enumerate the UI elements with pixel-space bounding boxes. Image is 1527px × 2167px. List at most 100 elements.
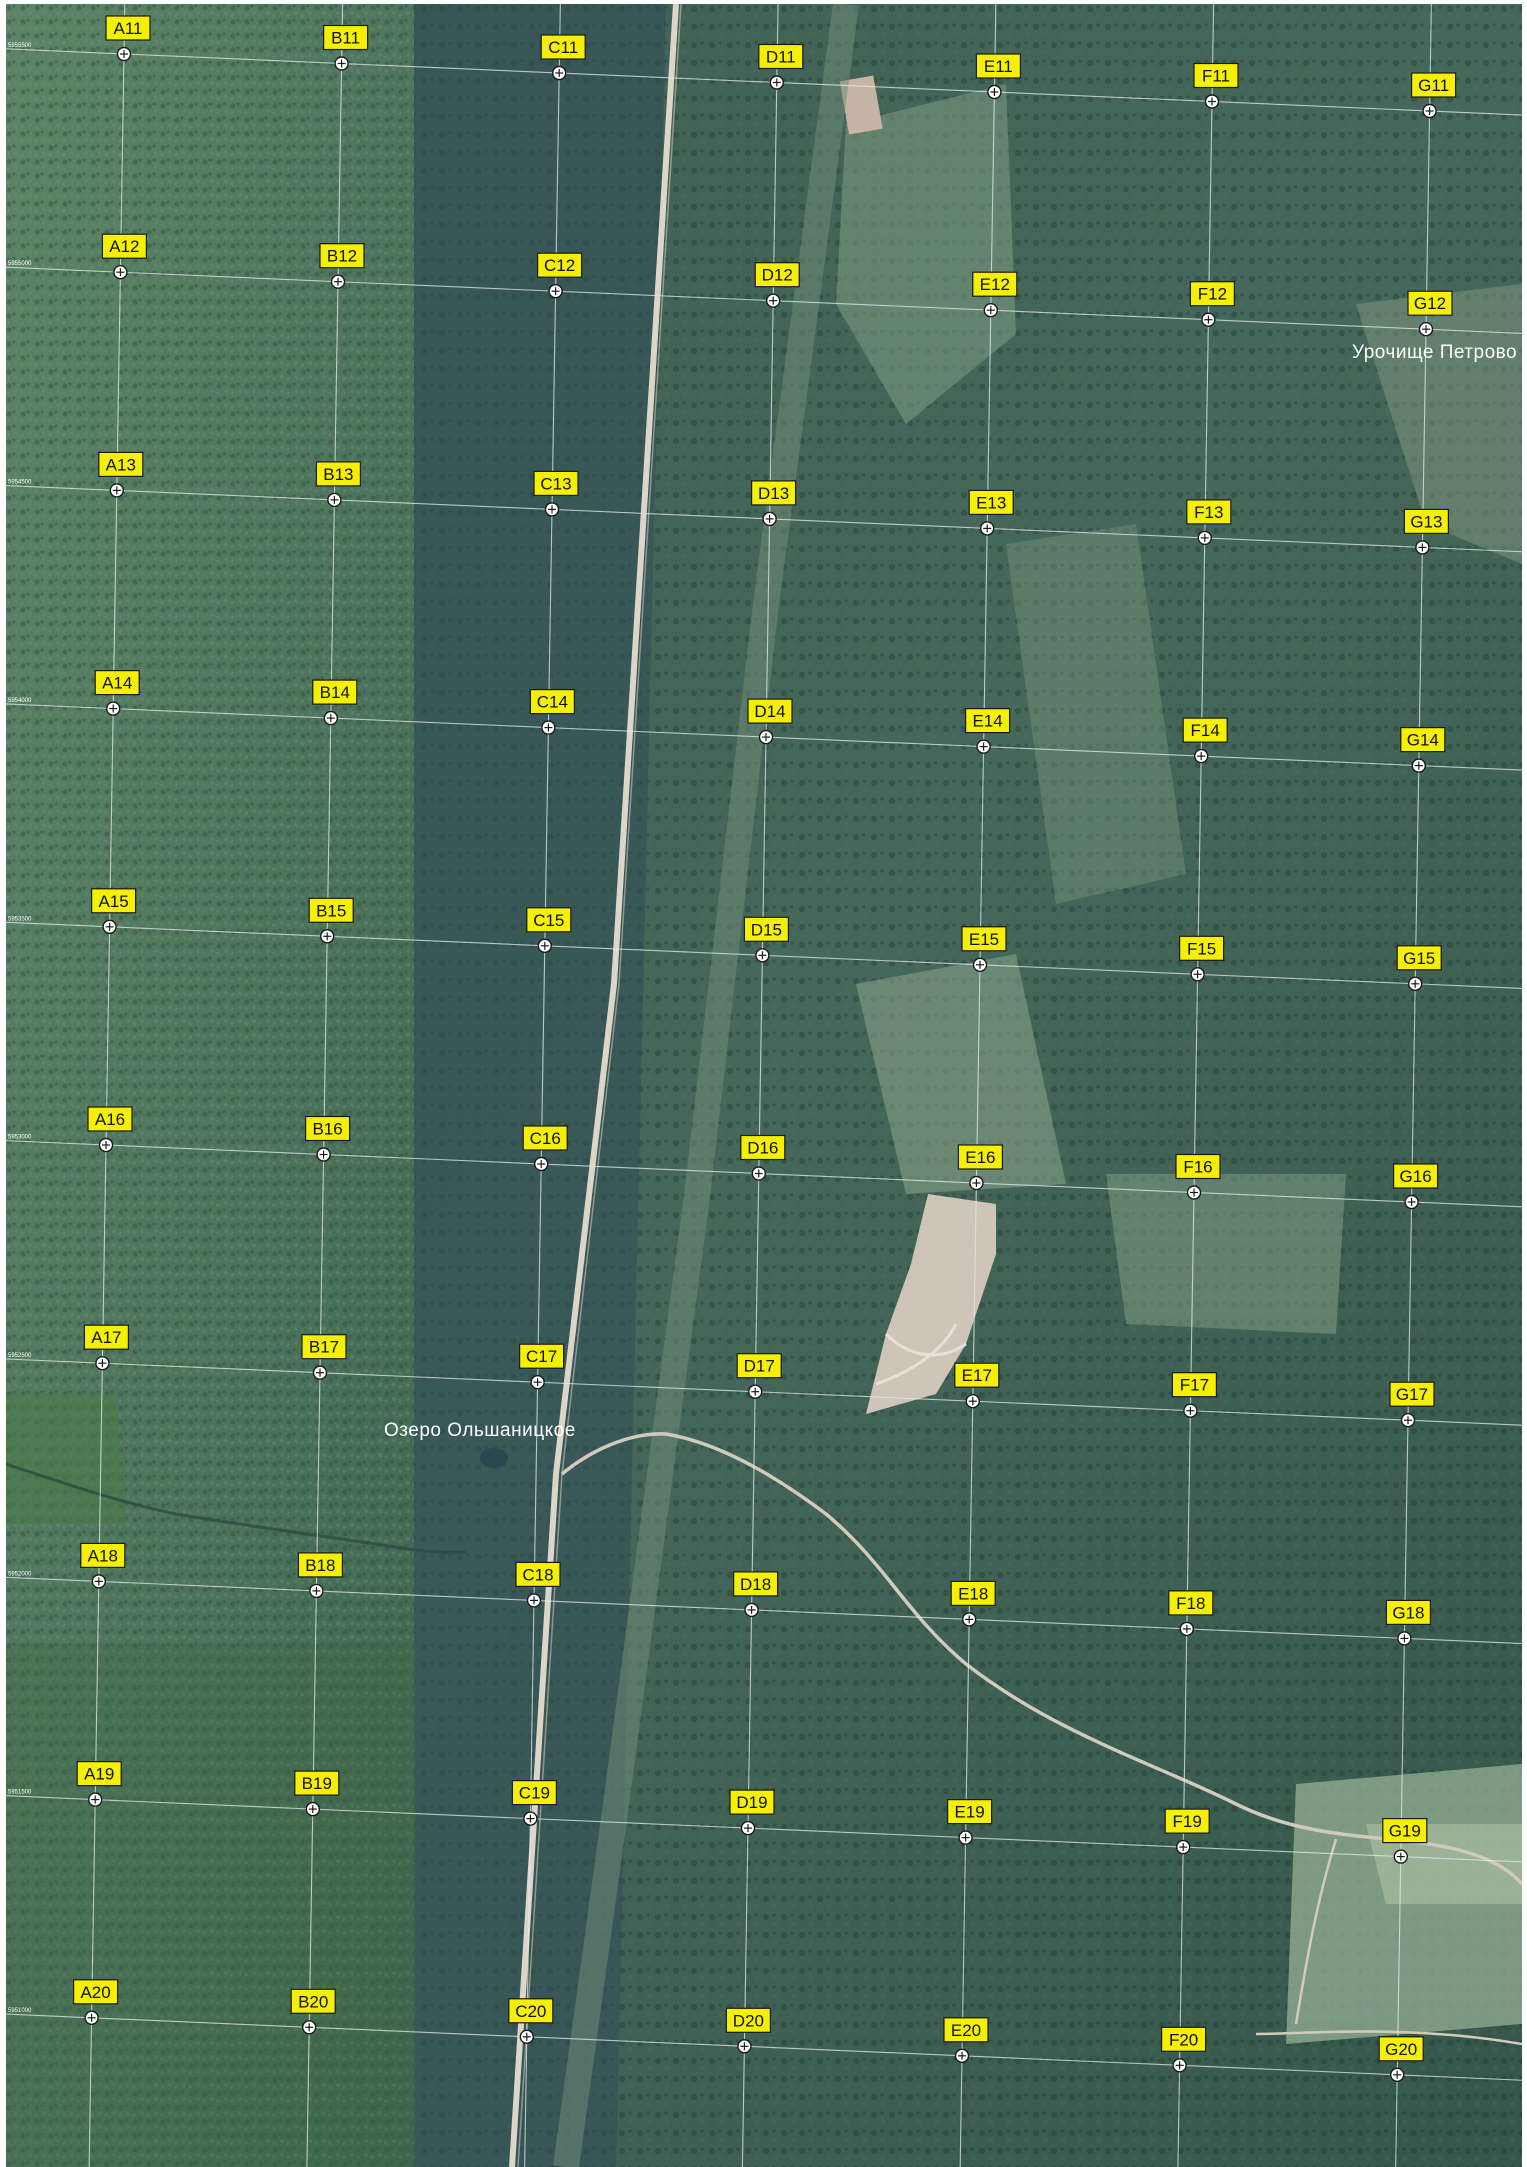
grid-point-A12[interactable]: A12 bbox=[101, 233, 148, 280]
grid-label-box bbox=[736, 1353, 782, 1379]
grid-line-horizontal bbox=[6, 48, 1522, 116]
grid-point-B18[interactable]: B18 bbox=[297, 1552, 343, 1599]
grid-label-box bbox=[297, 1552, 343, 1578]
grid-label: B14 bbox=[320, 683, 350, 702]
grid-point-G11[interactable]: G11 bbox=[1410, 72, 1457, 119]
grid-point-D17[interactable]: D17 bbox=[736, 1353, 782, 1399]
grid-point-G19[interactable]: G19 bbox=[1382, 1817, 1428, 1864]
grid-point-B13[interactable]: B13 bbox=[315, 461, 361, 508]
grid-point-D18[interactable]: D18 bbox=[732, 1571, 779, 1618]
grid-point-A20[interactable]: A20 bbox=[72, 1979, 119, 2026]
grid-point-E18[interactable]: E18 bbox=[950, 1580, 996, 1627]
grid-point-D19[interactable]: D19 bbox=[729, 1789, 775, 1836]
grid-point-B19[interactable]: B19 bbox=[294, 1770, 340, 1817]
grid-point-F12[interactable]: F12 bbox=[1189, 281, 1236, 327]
satellite-map[interactable]: 5955500595500059545005954000595350059530… bbox=[6, 4, 1522, 2167]
grid-point-F13[interactable]: F13 bbox=[1186, 499, 1232, 546]
grid-point-A16[interactable]: A16 bbox=[87, 1106, 133, 1153]
grid-point-D16[interactable]: D16 bbox=[740, 1134, 786, 1181]
grid-point-A17[interactable]: A17 bbox=[83, 1324, 130, 1371]
small-clearing bbox=[839, 75, 883, 135]
grid-point-B15[interactable]: B15 bbox=[308, 897, 354, 944]
coordinate-label: 5952000 bbox=[8, 1571, 32, 1577]
grid-point-D13[interactable]: D13 bbox=[750, 480, 797, 527]
grid-label-box bbox=[526, 907, 572, 933]
grid-point-G14[interactable]: G14 bbox=[1400, 726, 1446, 773]
grid-label-box bbox=[964, 707, 1011, 734]
grid-label-box bbox=[1178, 935, 1225, 961]
grid-point-B16[interactable]: B16 bbox=[305, 1115, 351, 1162]
grid-point-G16[interactable]: G16 bbox=[1392, 1163, 1439, 1210]
grid-label: C11 bbox=[548, 38, 578, 57]
grid-label-box bbox=[1171, 1372, 1218, 1398]
grid-point-A15[interactable]: A15 bbox=[90, 888, 137, 934]
grid-point-C12[interactable]: C12 bbox=[536, 252, 583, 299]
grid-point-B11[interactable]: B11 bbox=[323, 24, 369, 71]
grid-point-F19[interactable]: F19 bbox=[1164, 1808, 1210, 1855]
grid-point-C16[interactable]: C16 bbox=[522, 1125, 568, 1172]
grid-point-D11[interactable]: D11 bbox=[758, 43, 804, 90]
main-road-edge bbox=[517, 4, 682, 2167]
grid-point-E12[interactable]: E12 bbox=[972, 271, 1018, 318]
grid-label-box bbox=[76, 1760, 122, 1787]
grid-point-C17[interactable]: C17 bbox=[518, 1343, 565, 1390]
grid-point-B12[interactable]: B12 bbox=[319, 243, 365, 289]
grid-label-box bbox=[94, 669, 140, 696]
grid-point-E19[interactable]: E19 bbox=[946, 1798, 993, 1845]
grid-point-C14[interactable]: C14 bbox=[529, 688, 576, 735]
grid-point-F18[interactable]: F18 bbox=[1168, 1590, 1214, 1637]
grid-label-box bbox=[1182, 717, 1228, 743]
grid-point-C20[interactable]: C20 bbox=[508, 1998, 554, 2045]
coordinate-label: 5954500 bbox=[8, 480, 32, 486]
grid-point-A19[interactable]: A19 bbox=[76, 1760, 122, 1807]
grid-point-C11[interactable]: C11 bbox=[540, 34, 586, 81]
cleared-corridor bbox=[553, 4, 859, 2167]
grid-point-D12[interactable]: D12 bbox=[754, 262, 800, 308]
grid-point-E20[interactable]: E20 bbox=[943, 2017, 989, 2064]
grid-label-box bbox=[98, 451, 144, 477]
grid-point-G13[interactable]: G13 bbox=[1403, 508, 1450, 555]
grid-point-G17[interactable]: G17 bbox=[1389, 1381, 1435, 1428]
grid-point-G18[interactable]: G18 bbox=[1385, 1599, 1432, 1646]
grid-point-D20[interactable]: D20 bbox=[725, 2007, 772, 2054]
grid-point-G15[interactable]: G15 bbox=[1396, 945, 1442, 991]
grid-point-E15[interactable]: E15 bbox=[961, 926, 1007, 972]
grid-point-C18[interactable]: C18 bbox=[515, 1561, 561, 1608]
grid-label-box bbox=[1403, 508, 1450, 534]
grid-point-E11[interactable]: E11 bbox=[975, 53, 1022, 100]
coordinate-label: 5952500 bbox=[8, 1353, 32, 1359]
grid-point-E17[interactable]: E17 bbox=[954, 1362, 1000, 1409]
grid-point-C15[interactable]: C15 bbox=[526, 907, 572, 953]
grid-point-C13[interactable]: C13 bbox=[533, 470, 579, 517]
grid-point-E13[interactable]: E13 bbox=[968, 489, 1014, 536]
grid-point-G12[interactable]: G12 bbox=[1407, 290, 1453, 337]
grid-point-A11[interactable]: A11 bbox=[105, 15, 151, 62]
grid-point-D15[interactable]: D15 bbox=[743, 916, 790, 963]
grid-point-F17[interactable]: F17 bbox=[1171, 1372, 1218, 1418]
grid-point-A18[interactable]: A18 bbox=[80, 1542, 126, 1589]
grid-point-B17[interactable]: B17 bbox=[301, 1334, 347, 1380]
grid-point-E14[interactable]: E14 bbox=[964, 707, 1011, 754]
grid-point-D14[interactable]: D14 bbox=[747, 698, 793, 745]
grid-label-box bbox=[729, 1789, 775, 1815]
place-name-lake: Озеро Ольшаницкое bbox=[384, 1420, 576, 1441]
clearing-area bbox=[1006, 524, 1186, 904]
grid-point-B20[interactable]: B20 bbox=[290, 1988, 336, 2035]
grid-point-F11[interactable]: F11 bbox=[1193, 62, 1239, 109]
grid-label: B17 bbox=[309, 1338, 339, 1357]
grid-point-G20[interactable]: G20 bbox=[1378, 2036, 1424, 2083]
grid-point-F20[interactable]: F20 bbox=[1160, 2026, 1207, 2073]
grid-point-A13[interactable]: A13 bbox=[98, 451, 144, 498]
grid-point-F15[interactable]: F15 bbox=[1178, 935, 1225, 982]
grid-point-A14[interactable]: A14 bbox=[94, 669, 140, 716]
grid-label: A13 bbox=[106, 455, 136, 474]
grid-label: A19 bbox=[84, 1765, 114, 1784]
grid-point-F14[interactable]: F14 bbox=[1182, 717, 1228, 764]
grid-point-C19[interactable]: C19 bbox=[511, 1779, 557, 1826]
grid-label-box bbox=[1160, 2026, 1207, 2052]
grid-point-E16[interactable]: E16 bbox=[957, 1144, 1004, 1191]
grid-point-F16[interactable]: F16 bbox=[1175, 1153, 1221, 1200]
grid-point-B14[interactable]: B14 bbox=[312, 679, 358, 726]
grid-label-box bbox=[747, 698, 793, 724]
